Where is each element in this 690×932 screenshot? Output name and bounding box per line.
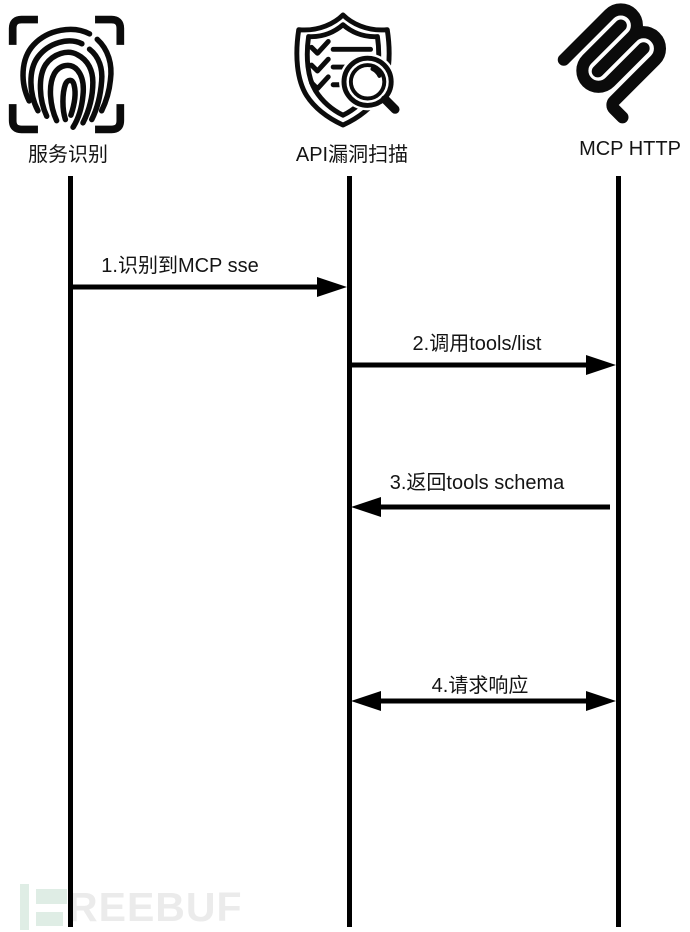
actor-label-api-vuln-scan: API漏洞扫描 [295,144,409,166]
watermark-text: REEBUF [68,884,243,930]
message-label-2: 2.调用tools/list [412,333,542,355]
freebuf-logo-bar-top [36,889,67,904]
lifeline-mcp-http [616,176,621,927]
message-arrow-1 [70,277,347,297]
message-label-1: 1.识别到MCP sse [101,255,259,277]
message-label-4: 4.请求响应 [431,675,529,697]
actor-label-mcp-http: MCP HTTP [579,138,681,160]
message-arrow-3 [351,497,610,517]
fingerprint-scan-icon [8,15,125,134]
freebuf-logo-icon [20,882,68,930]
actor-label-service-identification: 服务识别 [28,144,108,166]
lifeline-api-vuln-scan [347,176,352,927]
shield-checklist-magnifier-icon [294,12,402,128]
message-arrow-2 [350,355,616,375]
freebuf-logo-bar-bottom [36,912,63,926]
freebuf-watermark: REEBUF [20,882,243,930]
mcp-logo-icon [557,3,666,124]
freebuf-logo-bar-vertical [20,884,29,930]
magnifier-glass [341,55,400,114]
lifeline-service-identification [68,176,73,927]
message-arrow-4 [351,691,616,711]
message-label-3: 3.返回tools schema [389,472,565,494]
